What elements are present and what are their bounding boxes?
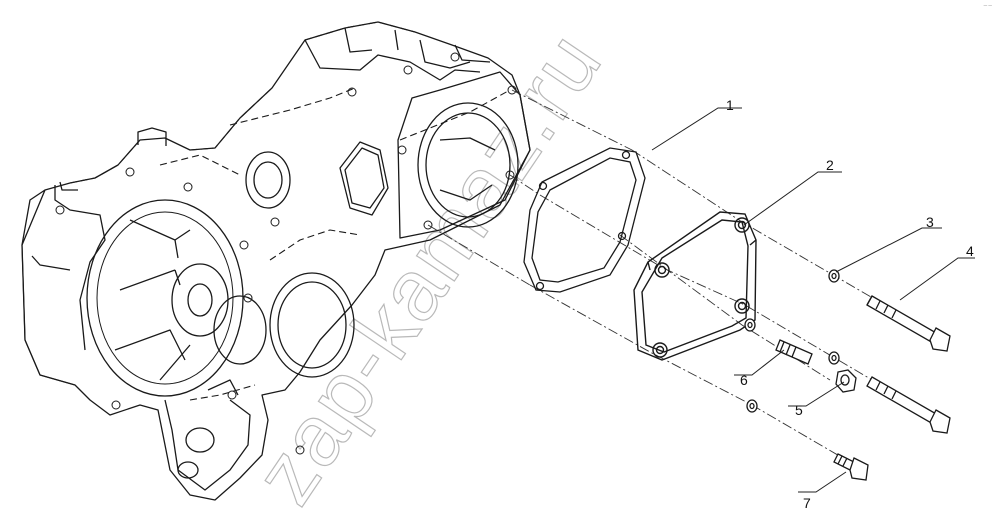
leader-lines	[651, 107, 975, 493]
callout-4: 4	[966, 243, 974, 259]
callout-5: 5	[795, 402, 803, 418]
callout-1: 1	[726, 97, 734, 113]
gasket	[523, 147, 646, 293]
watermark: zap-kamaz.ru	[236, 15, 622, 522]
gear-housing	[21, 21, 531, 501]
washers	[744, 269, 840, 413]
cover-plate	[633, 211, 757, 361]
callout-7: 7	[803, 495, 811, 511]
nut	[835, 369, 857, 393]
callout-3: 3	[926, 214, 934, 230]
stud	[775, 339, 813, 365]
callout-6: 6	[740, 372, 748, 388]
watermark-text: zap-kamaz.ru	[236, 15, 620, 520]
callout-2: 2	[826, 157, 834, 173]
corner-mark: ⁻⁻	[983, 3, 993, 13]
long-bolts	[866, 295, 951, 434]
callouts: 1 2 3 4 5 6 7	[726, 97, 974, 511]
short-bolt	[833, 453, 869, 481]
